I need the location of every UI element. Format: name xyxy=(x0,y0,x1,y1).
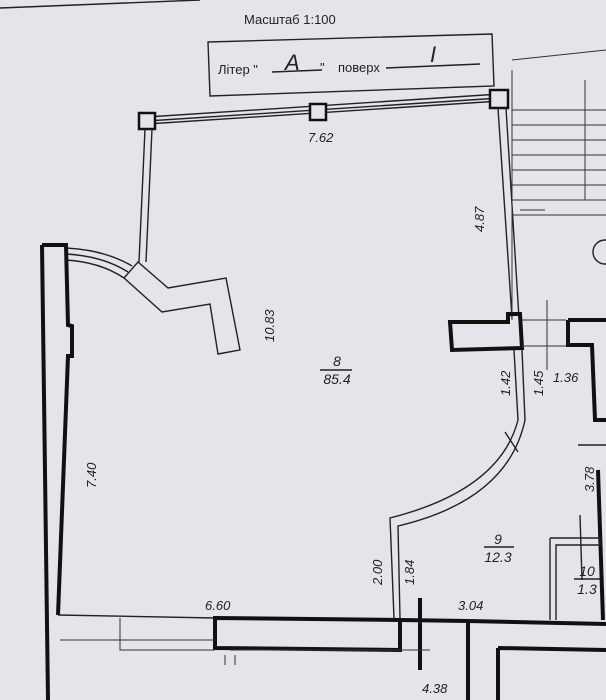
room-9: 9 12.3 xyxy=(484,531,514,565)
liter-label: Літер " xyxy=(218,62,258,77)
dim-arc-outer: 1.45 xyxy=(531,370,546,396)
dim-top-wall: 7.62 xyxy=(308,130,334,145)
arc-tick xyxy=(504,431,519,453)
arc-wall xyxy=(389,349,526,619)
dim-bottom-outer: 4.38 xyxy=(422,681,448,696)
bottom-dim-lines xyxy=(60,618,236,665)
pillar xyxy=(447,312,525,353)
dim-room-height: 10.83 xyxy=(262,309,277,342)
bottom-thin-wall xyxy=(57,614,216,619)
stairs xyxy=(511,49,606,320)
dim-door-inner: 1.84 xyxy=(402,560,417,585)
top-wall xyxy=(137,88,510,131)
title-box xyxy=(207,33,495,97)
column-wall xyxy=(123,261,241,355)
room-number: 8 xyxy=(333,353,341,369)
dim-right-lower: 3.78 xyxy=(582,466,597,492)
room-10: 10 1.3 xyxy=(574,563,600,597)
dim-right-upper: 4.87 xyxy=(472,206,487,232)
dim-right-small: 1.36 xyxy=(553,370,579,385)
room-area: 12.3 xyxy=(484,549,511,565)
room-8: 8 85.4 xyxy=(320,353,352,387)
paper-edge xyxy=(0,0,201,9)
liter-close: " xyxy=(320,60,325,75)
room-number: 10 xyxy=(579,563,595,579)
floor-value: I xyxy=(430,42,436,67)
bottom-right-wall xyxy=(399,598,606,700)
closet-wall xyxy=(549,444,606,620)
room-area: 85.4 xyxy=(323,371,350,387)
bottom-wall xyxy=(213,615,402,653)
dim-door-outer: 2.00 xyxy=(370,559,385,586)
dim-lines xyxy=(522,300,566,370)
floor-label: поверх xyxy=(338,60,380,75)
room-area: 1.3 xyxy=(577,581,597,597)
dim-left-wall: 7.40 xyxy=(84,462,99,488)
room-number: 9 xyxy=(494,531,502,547)
scale-label: Масштаб 1:100 xyxy=(244,12,336,27)
dim-bottom-left: 6.60 xyxy=(205,598,231,613)
dim-bottom-right: 3.04 xyxy=(458,598,483,613)
left-wall xyxy=(42,243,74,616)
liter-value: A xyxy=(283,50,300,75)
marker-circle xyxy=(592,239,606,265)
door-arc xyxy=(65,247,133,279)
left-partition xyxy=(138,128,153,263)
underline xyxy=(271,63,481,73)
dim-arc-inner: 1.42 xyxy=(498,370,513,396)
left-wall-outer xyxy=(40,244,50,700)
